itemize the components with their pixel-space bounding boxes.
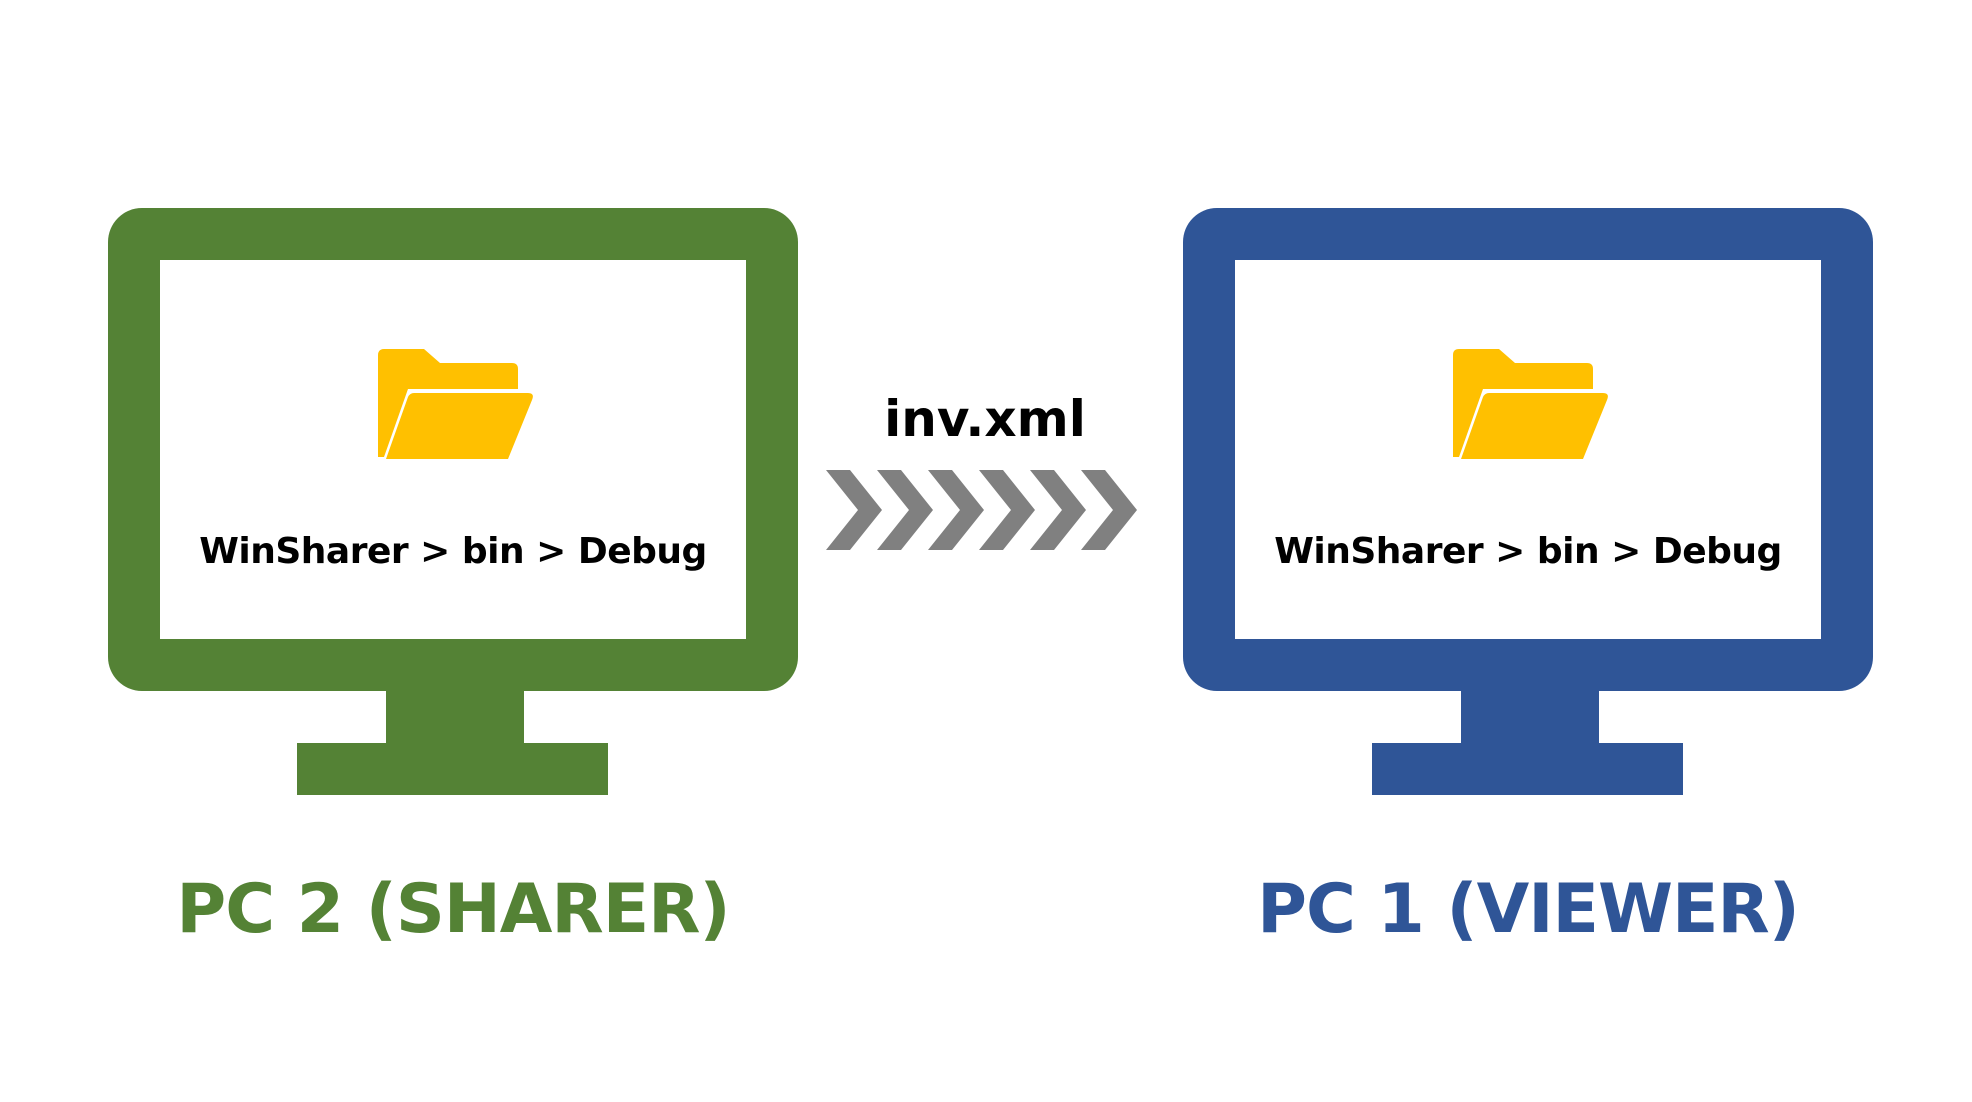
viewer-folder-path: WinSharer > bin > Debug — [1274, 531, 1782, 572]
viewer-monitor-screen: WinSharer > bin > Debug — [1235, 260, 1821, 639]
chevron-segment — [877, 470, 933, 550]
chevron-segment — [928, 470, 984, 550]
folder-open-icon — [1453, 349, 1608, 459]
chevron-segment — [826, 470, 882, 550]
chevron-segment — [1030, 470, 1086, 550]
sharer-pc: WinSharer > bin > Debug PC 2 (SHARER) — [108, 0, 798, 1102]
chevron-arrow-right-icon — [826, 470, 1137, 550]
chevron-segment — [1081, 470, 1137, 550]
viewer-pc: WinSharer > bin > Debug PC 1 (VIEWER) — [1183, 0, 1873, 1102]
transfer-file-name: inv.xml — [884, 390, 1086, 448]
chevron-segment — [979, 470, 1035, 550]
folder-open-icon — [378, 349, 533, 459]
sharer-monitor-bezel: WinSharer > bin > Debug — [108, 208, 798, 691]
sharer-pc-label: PC 2 (SHARER) — [176, 870, 730, 949]
sharer-folder-path: WinSharer > bin > Debug — [199, 531, 707, 572]
viewer-pc-label: PC 1 (VIEWER) — [1257, 870, 1800, 949]
sharer-monitor-base — [297, 743, 608, 795]
viewer-monitor-neck — [1461, 691, 1599, 743]
viewer-monitor-base — [1372, 743, 1683, 795]
sharer-monitor-screen: WinSharer > bin > Debug — [160, 260, 746, 639]
viewer-monitor-bezel: WinSharer > bin > Debug — [1183, 208, 1873, 691]
sharer-monitor-neck — [386, 691, 524, 743]
